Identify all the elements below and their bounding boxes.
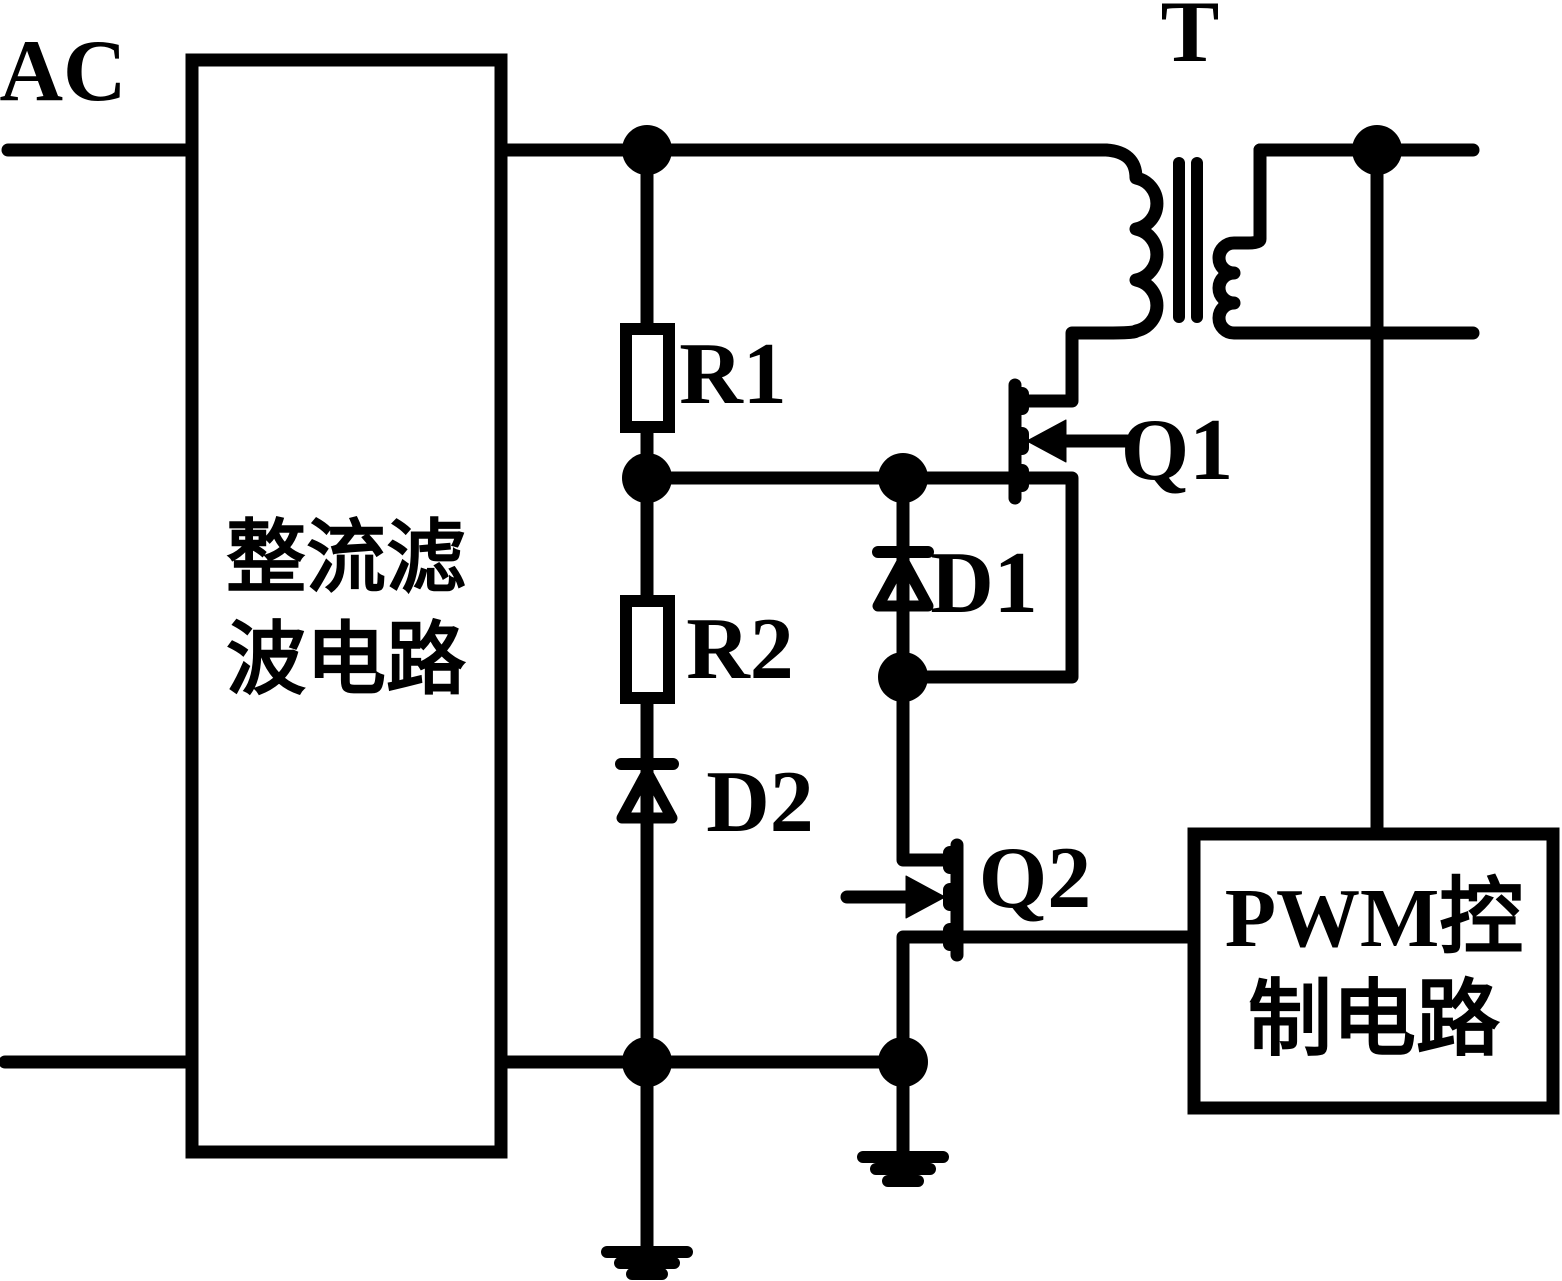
mosfet-q1-source-nub [1014, 464, 1029, 492]
mosfet-q2-label: Q2 [979, 830, 1091, 927]
diode-d1-label: D1 [930, 535, 1038, 632]
resistor-r2-label: R2 [686, 601, 794, 698]
diode-d1-triangle [872, 554, 934, 612]
mosfet-q2-arrow-head [905, 875, 946, 919]
mosfet-q1-arrow-head [1026, 419, 1067, 463]
resistor-r1-body [620, 323, 675, 433]
diode-d2-triangle [616, 766, 678, 824]
pwm-control-block-box [1187, 827, 1560, 1115]
junction-dot-bottom-bus-d2 [622, 1037, 672, 1087]
junction-dot-r1-r2 [622, 453, 672, 503]
junction-dot-d1-top [878, 453, 928, 503]
transformer-secondary-coil-and-output [1212, 143, 1480, 340]
mosfet-q2-body-nub [943, 883, 958, 911]
diode-d2-label: D2 [706, 754, 814, 851]
rectifier-block-text-line1: 整流滤 [226, 515, 466, 603]
mosfet-q1-body-nub [1014, 427, 1029, 455]
mosfet-q2-source-nub [943, 923, 958, 951]
ac-input-label: AC [0, 23, 127, 120]
junction-dot-bottom-bus-q2 [878, 1037, 928, 1087]
mosfet-q2-drain-nub [943, 846, 958, 874]
wire-mid-node-loop [640, 471, 1079, 684]
pwm-block-text-line2: 制电路 [1248, 974, 1501, 1067]
pwm-block-text-line1: PWM控 [1225, 872, 1524, 965]
resistor-r2-body [620, 595, 675, 704]
resistor-r1-label: R1 [679, 326, 787, 423]
wire-q2-source-to-pwm [896, 930, 1201, 1069]
wire-q2-drain [896, 670, 959, 867]
rectifier-filter-block-box [185, 53, 508, 1159]
rectifier-block-text-line2: 波电路 [226, 617, 467, 705]
junction-dot-output-feedback [1352, 125, 1402, 175]
mosfet-q1-label: Q1 [1121, 402, 1233, 499]
junction-dot-top-bus-r1 [622, 125, 672, 175]
transformer-primary-coil [1015, 143, 1164, 408]
junction-dot-d1-bottom [878, 652, 928, 702]
transformer-label: T [1161, 0, 1220, 81]
mosfet-q1-drain-nub [1014, 387, 1029, 415]
